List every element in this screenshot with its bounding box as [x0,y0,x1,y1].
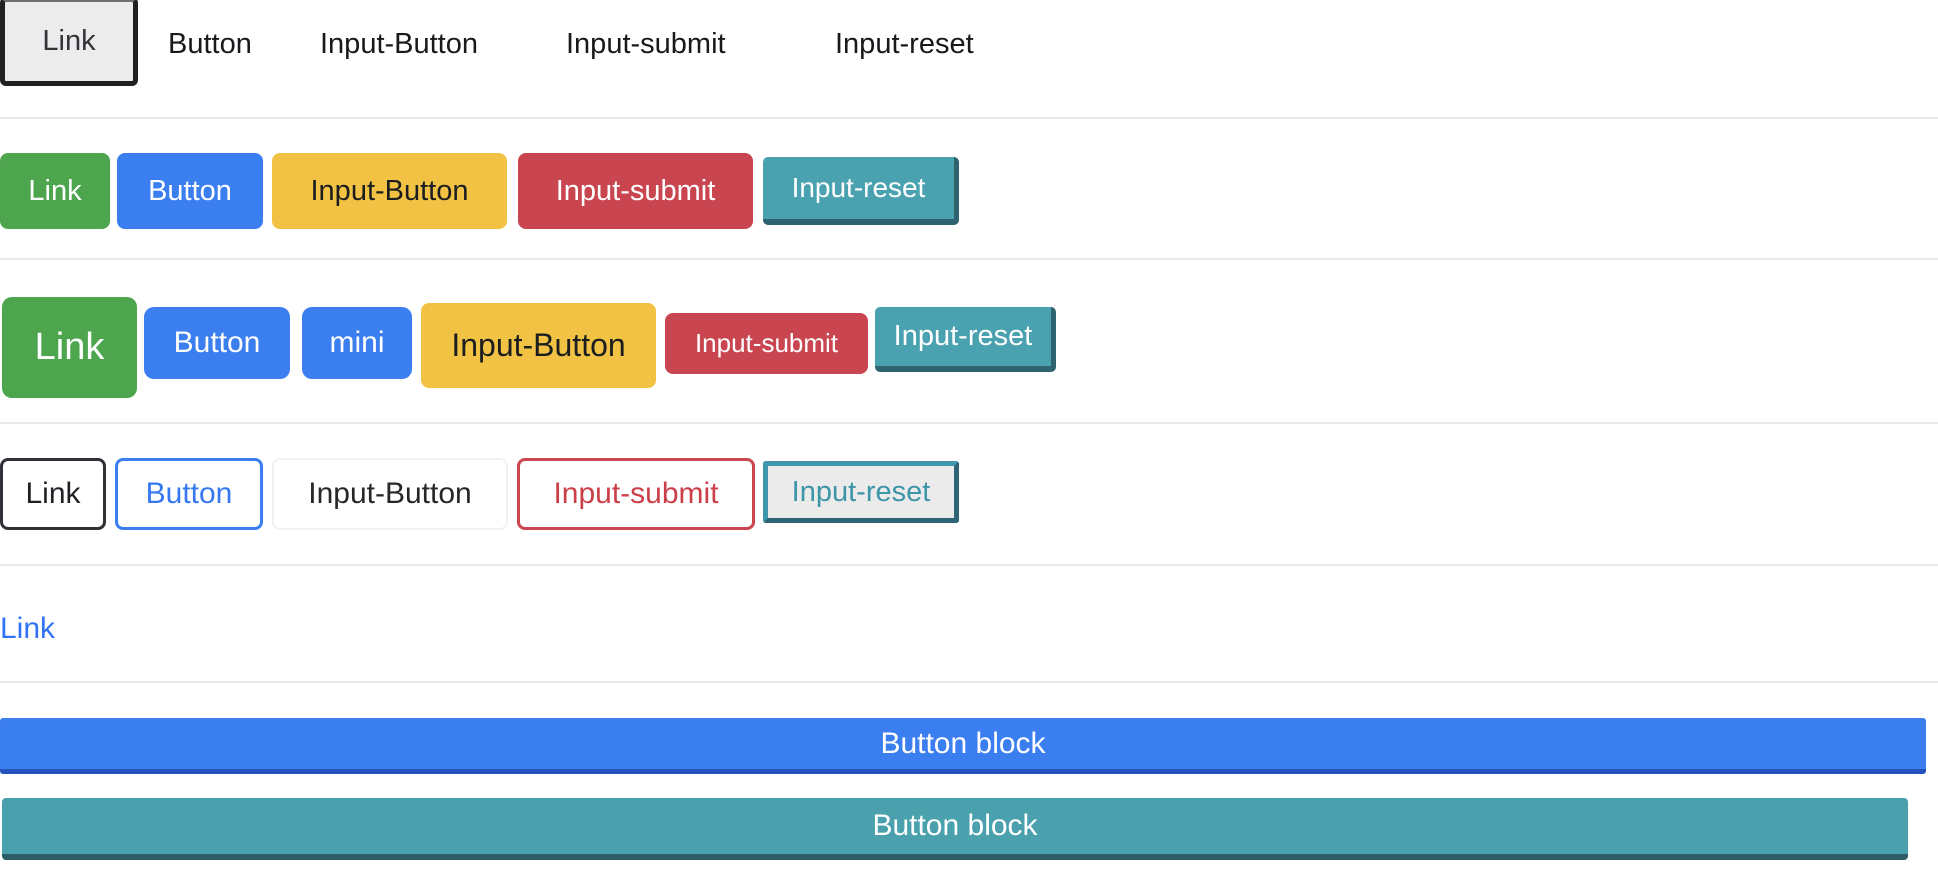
small-input-submit[interactable]: Input-submit [665,313,868,374]
section-divider [0,422,1938,424]
block-button-primary[interactable]: Button block [0,718,1926,774]
outline-input-reset[interactable]: Input-reset [763,461,959,523]
block-button-info[interactable]: Button block [2,798,1908,860]
mini-button[interactable]: mini [302,307,412,379]
solid-button[interactable]: Button [117,153,263,229]
outline-link-button[interactable]: Link [0,458,106,530]
medium-input-reset[interactable]: Input-reset [875,307,1056,372]
solid-input-reset[interactable]: Input-reset [763,157,959,225]
tab-input-reset[interactable]: Input-reset [835,28,974,60]
medium-button[interactable]: Button [144,307,290,379]
outline-input-button[interactable]: Input-Button [272,458,508,530]
large-input-button[interactable]: Input-Button [421,303,656,388]
solid-input-button[interactable]: Input-Button [272,153,507,229]
section-divider [0,258,1938,260]
tab-input-button[interactable]: Input-Button [320,28,478,60]
section-divider [0,117,1938,119]
tab-input-submit[interactable]: Input-submit [566,28,726,60]
solid-link-button[interactable]: Link [0,153,110,229]
large-link-button[interactable]: Link [2,297,137,398]
tab-link[interactable]: Link [0,0,138,86]
section-divider [0,564,1938,566]
outline-input-submit[interactable]: Input-submit [517,458,755,530]
solid-input-submit[interactable]: Input-submit [518,153,753,229]
section-divider [0,681,1938,683]
tab-button[interactable]: Button [168,28,252,60]
outline-button[interactable]: Button [115,458,263,530]
text-link[interactable]: Link [0,612,56,645]
